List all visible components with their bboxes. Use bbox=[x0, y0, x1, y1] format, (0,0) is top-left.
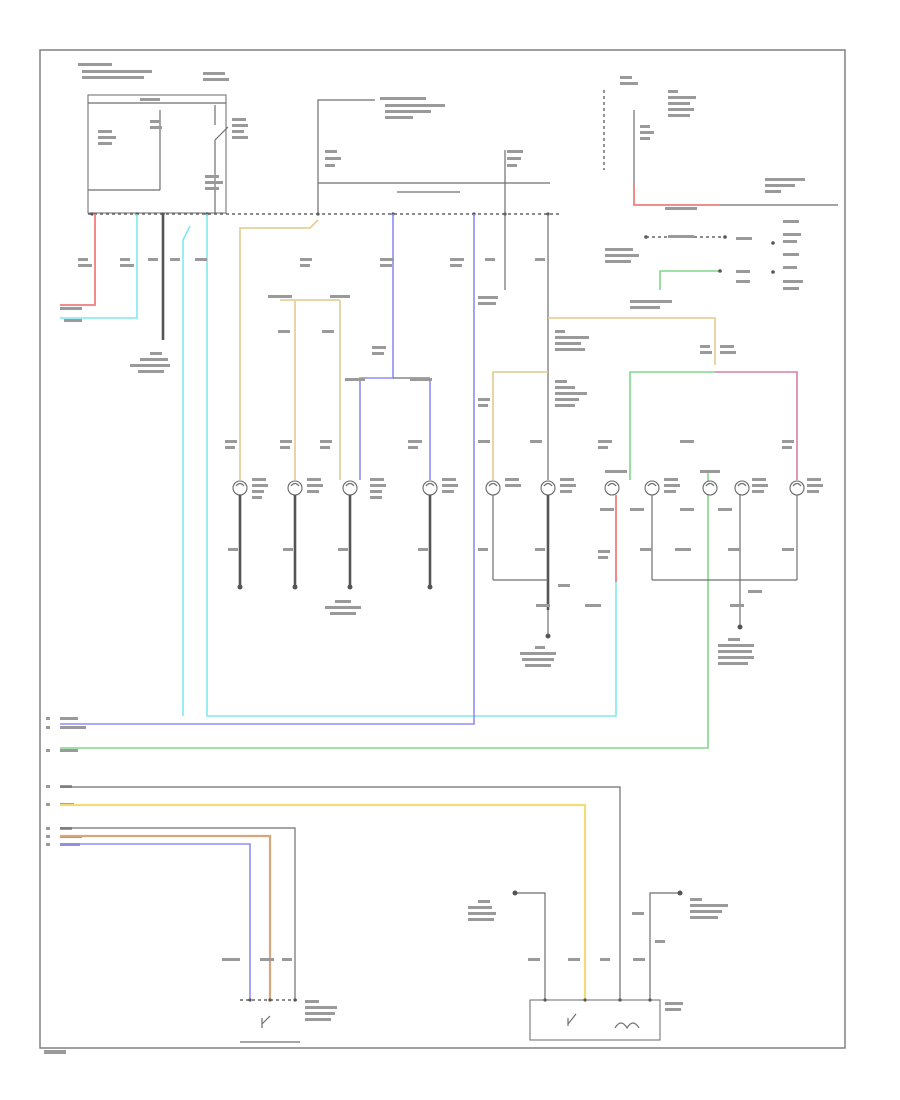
cyan-feed-wire bbox=[60, 214, 138, 319]
bottom-left-switch bbox=[222, 958, 337, 1043]
switch-icon bbox=[567, 1013, 577, 1026]
lamp-icon bbox=[702, 480, 718, 496]
gry-wire-bottom bbox=[60, 827, 296, 1000]
bottom-right-module bbox=[468, 890, 728, 1041]
diagram-frame bbox=[39, 49, 846, 1049]
red-feed-wire bbox=[60, 214, 96, 306]
green-box-wire bbox=[629, 371, 715, 480]
lamp-icon bbox=[604, 480, 620, 496]
green-long-wire bbox=[60, 470, 709, 749]
blue-wire-bottom bbox=[60, 843, 251, 1000]
lamp-icon bbox=[287, 480, 303, 496]
lamp-labels bbox=[225, 440, 823, 615]
yellow-wire bbox=[60, 803, 587, 1000]
mid-tan-wire bbox=[492, 371, 548, 480]
orange-wire bbox=[60, 834, 272, 1000]
gry-wire-top bbox=[60, 786, 621, 1000]
ground-icon bbox=[237, 584, 743, 639]
lamp-icon bbox=[485, 480, 501, 496]
lamp-icon bbox=[422, 480, 438, 496]
switch-icon bbox=[261, 1015, 271, 1028]
lamp-icon bbox=[342, 480, 358, 496]
coil-icon bbox=[614, 1022, 640, 1030]
top-right-power-section bbox=[603, 76, 838, 210]
lamp-row bbox=[232, 480, 805, 496]
blue-long-wire bbox=[60, 214, 475, 725]
pink-lamp-wire bbox=[715, 371, 798, 480]
lamp-icon bbox=[540, 480, 556, 496]
right-tan-wire bbox=[548, 317, 716, 365]
right-switch-block bbox=[605, 220, 803, 309]
fuse-relay-box bbox=[87, 94, 229, 214]
left-ground-labels bbox=[60, 258, 207, 373]
lamp-icon bbox=[734, 480, 750, 496]
lamp-1-feed bbox=[239, 219, 319, 480]
upper-middle-module bbox=[317, 97, 550, 214]
cyan-riser-a bbox=[182, 225, 191, 716]
diagram-code-mark bbox=[44, 1050, 66, 1054]
lamp-ground-leads bbox=[238, 495, 550, 610]
bottom-left-terminal-labels bbox=[46, 717, 86, 846]
lamp-4-feed bbox=[359, 214, 394, 480]
cyan-riser-b bbox=[206, 214, 617, 717]
lamp-icon bbox=[789, 480, 805, 496]
right-branch-labels bbox=[478, 330, 794, 667]
lamp-icon bbox=[644, 480, 660, 496]
lamp-icon bbox=[232, 480, 248, 496]
fuse-relay-box-labels bbox=[78, 63, 248, 190]
middle-branch-labels bbox=[268, 258, 545, 381]
